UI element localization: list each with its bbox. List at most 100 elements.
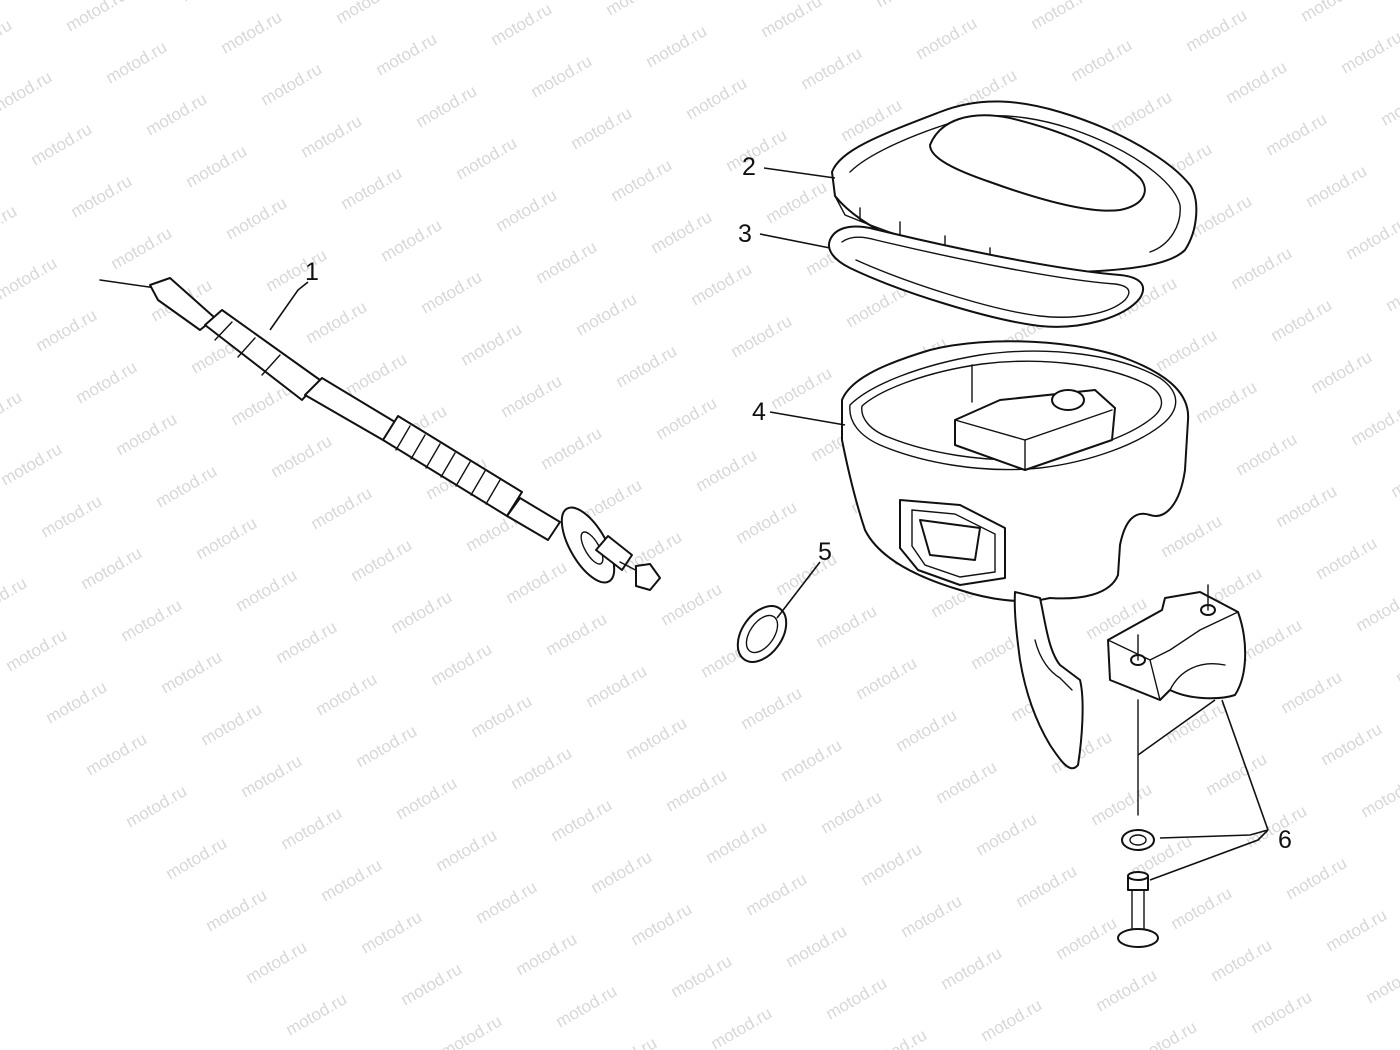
watermark-text: motod.ru bbox=[1363, 957, 1400, 1007]
watermark-text: motod.ru bbox=[1188, 191, 1256, 241]
watermark-text: motod.ru bbox=[333, 0, 401, 27]
watermark-text: motod.ru bbox=[813, 601, 881, 651]
watermark-text: motod.ru bbox=[458, 319, 526, 369]
watermark-text: motod.ru bbox=[1223, 57, 1291, 107]
watermark-text: motod.ru bbox=[1343, 213, 1400, 263]
watermark-text: motod.ru bbox=[263, 245, 331, 295]
watermark-text: motod.ru bbox=[723, 125, 791, 175]
watermark-text: motod.ru bbox=[1238, 615, 1306, 665]
watermark-text: motod.ru bbox=[348, 535, 416, 585]
watermark-text: motod.ru bbox=[603, 0, 671, 19]
throttle-housing bbox=[841, 340, 1190, 770]
watermark-text: motod.ru bbox=[1183, 5, 1251, 55]
watermark-text: motod.ru bbox=[393, 773, 461, 823]
watermark-text: motod.ru bbox=[1303, 161, 1371, 211]
watermark-text: motod.ru bbox=[1278, 667, 1346, 717]
watermark-text: motod.ru bbox=[1228, 243, 1296, 293]
watermark-text: motod.ru bbox=[1388, 451, 1400, 501]
callout-labels: 1 2 3 4 5 6 bbox=[305, 153, 1292, 854]
watermark-text: motod.ru bbox=[1193, 377, 1261, 427]
watermark-text: motod.ru bbox=[68, 171, 136, 221]
seal-washer bbox=[736, 605, 788, 663]
watermark-text: motod.ru bbox=[388, 587, 456, 637]
watermark-text: motod.ru bbox=[413, 81, 481, 131]
watermark-text: motod.ru bbox=[1153, 325, 1221, 375]
watermark-text: motod.ru bbox=[298, 111, 366, 161]
watermark-text: motod.ru bbox=[568, 103, 636, 153]
watermark-text: motod.ru bbox=[123, 781, 191, 831]
watermark-text: motod.ru bbox=[358, 907, 426, 957]
watermark-text: motod.ru bbox=[43, 677, 111, 727]
throttle-cable bbox=[99, 277, 661, 591]
watermark-text: motod.ru bbox=[193, 513, 261, 563]
watermark-text: motod.ru bbox=[858, 839, 926, 889]
watermark-text: motod.ru bbox=[693, 445, 761, 495]
watermark-text: motod.ru bbox=[1283, 853, 1351, 903]
watermark-text: motod.ru bbox=[78, 543, 146, 593]
watermark-text: motod.ru bbox=[543, 609, 611, 659]
watermark-text: motod.ru bbox=[733, 497, 801, 547]
watermark-text: motod.ru bbox=[548, 795, 616, 845]
callout-1: 1 bbox=[305, 258, 319, 286]
watermark-text: motod.ru bbox=[1143, 0, 1211, 3]
watermark-text: motod.ru bbox=[1273, 481, 1341, 531]
watermark-text: motod.ru bbox=[933, 757, 1001, 807]
watermark-text: motod.ru bbox=[198, 699, 266, 749]
watermark-text: motod.ru bbox=[938, 943, 1006, 993]
watermark-text: motod.ru bbox=[508, 743, 576, 793]
watermark-text: motod.ru bbox=[1323, 905, 1391, 955]
watermark-text: motod.ru bbox=[163, 833, 231, 883]
watermark-text: motod.ru bbox=[273, 617, 341, 667]
callout-4: 4 bbox=[752, 398, 766, 426]
watermark-text: motod.ru bbox=[1338, 27, 1400, 77]
watermark-text: motod.ru bbox=[503, 557, 571, 607]
watermark-text: motod.ru bbox=[313, 669, 381, 719]
watermark-text: motod.ru bbox=[233, 565, 301, 615]
watermark-text: motod.ru bbox=[913, 13, 981, 63]
watermark-text: motod.ru bbox=[378, 215, 446, 265]
cover-gasket bbox=[828, 225, 1145, 328]
watermark-text: motod.ru bbox=[398, 959, 466, 1009]
watermark-text: motod.ru bbox=[1318, 719, 1386, 769]
watermark-text: motod.ru bbox=[873, 0, 941, 11]
watermark-text: motod.ru bbox=[0, 387, 25, 437]
watermark-text: motod.ru bbox=[643, 21, 711, 71]
watermark-text: motod.ru bbox=[118, 595, 186, 645]
watermark-text: motod.ru bbox=[783, 921, 851, 971]
watermark-text: motod.ru bbox=[418, 267, 486, 317]
watermark-text: motod.ru bbox=[778, 735, 846, 785]
watermark-text: motod.ru bbox=[353, 721, 421, 771]
watermark-text: motod.ru bbox=[0, 439, 65, 489]
callout-6: 6 bbox=[1278, 826, 1292, 854]
watermark-text: motod.ru bbox=[1383, 265, 1400, 315]
watermark-text: motod.ru bbox=[1378, 79, 1400, 129]
watermark-text: motod.ru bbox=[653, 393, 721, 443]
watermark-text: motod.ru bbox=[703, 817, 771, 867]
watermark-text: motod.ru bbox=[373, 29, 441, 79]
watermark-text: motod.ru bbox=[1358, 771, 1400, 821]
watermark-text: motod.ru bbox=[708, 1003, 776, 1050]
watermark-text: motod.ru bbox=[538, 423, 606, 473]
watermark-text: motod.ru bbox=[103, 37, 171, 87]
watermark-text: motod.ru bbox=[183, 141, 251, 191]
watermark-text: motod.ru bbox=[1068, 35, 1136, 85]
watermark-text: motod.ru bbox=[0, 573, 30, 623]
watermark-text: motod.ru bbox=[498, 371, 566, 421]
watermark-text: motod.ru bbox=[973, 809, 1041, 859]
watermark-text: motod.ru bbox=[553, 981, 621, 1031]
watermark-text: motod.ru bbox=[308, 483, 376, 533]
watermark-text: motod.ru bbox=[1353, 585, 1400, 635]
watermark-text: motod.ru bbox=[1248, 987, 1316, 1037]
watermark-text: motod.ru bbox=[758, 0, 826, 41]
watermark-text: motod.ru bbox=[743, 869, 811, 919]
watermark-text: motod.ru bbox=[613, 341, 681, 391]
watermark-text: motod.ru bbox=[898, 891, 966, 941]
watermark-text: motod.ru bbox=[283, 989, 351, 1039]
watermark-text: motod.ru bbox=[1208, 935, 1276, 985]
watermark-text: motod.ru bbox=[1108, 87, 1176, 137]
watermark-text: motod.ru bbox=[113, 409, 181, 459]
watermark-text: motod.ru bbox=[428, 639, 496, 689]
watermark-text: motod.ru bbox=[0, 15, 15, 65]
watermark-text: motod.ru bbox=[493, 185, 561, 235]
watermark-text: motod.ru bbox=[863, 1025, 931, 1050]
